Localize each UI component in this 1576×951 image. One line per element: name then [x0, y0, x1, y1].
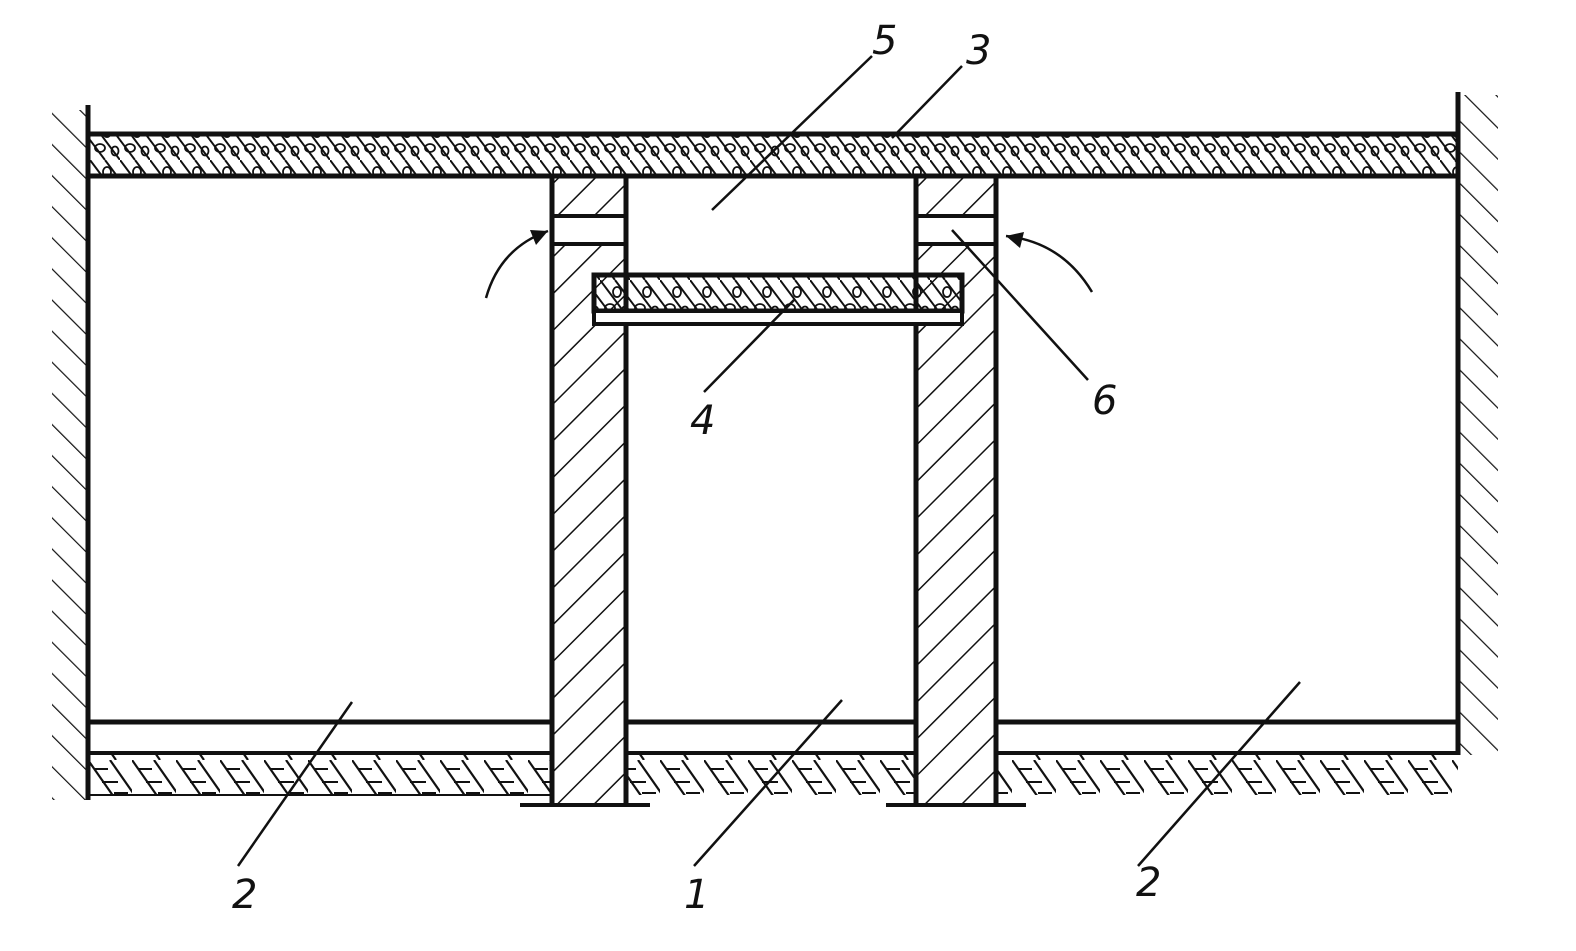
top-slab	[85, 131, 1461, 179]
callout-6: 6	[1092, 378, 1117, 424]
leader-lines	[236, 55, 1301, 867]
intermediate-slab	[591, 272, 965, 326]
right-floor	[996, 719, 1458, 795]
callout-2-right: 2	[1136, 860, 1161, 906]
callout-1: 1	[684, 872, 709, 918]
callout-2-left: 2	[232, 872, 257, 918]
callout-3: 3	[966, 28, 991, 74]
left-floor	[88, 719, 552, 796]
curved-arrow-icon	[1005, 232, 1094, 293]
center-floor	[626, 719, 916, 795]
left-ground-hatching	[52, 105, 91, 800]
callout-4: 4	[690, 398, 715, 444]
right-wall	[886, 176, 1026, 807]
curved-arrow-icon	[484, 229, 549, 299]
callout-5: 5	[872, 18, 897, 64]
right-ground-hatching	[1455, 92, 1498, 755]
left-wall	[520, 176, 650, 807]
